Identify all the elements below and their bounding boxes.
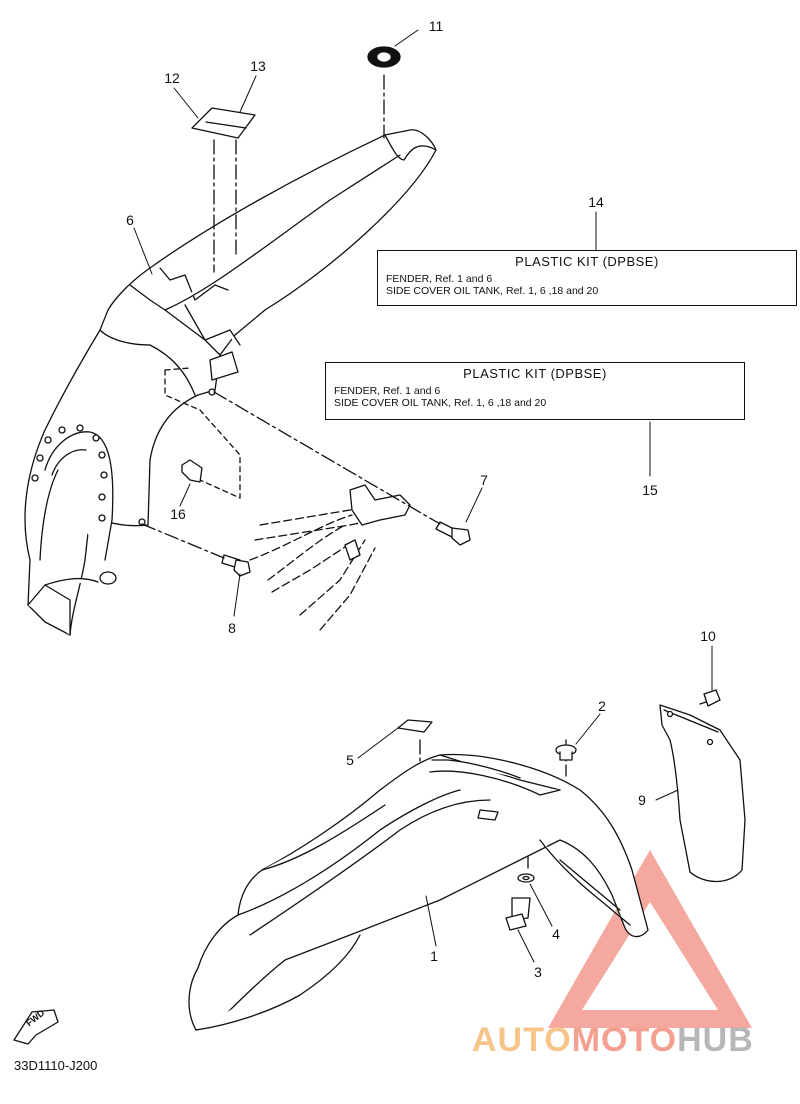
callout-13: 13	[250, 58, 266, 74]
callout-1: 1	[430, 948, 438, 964]
clip-16-drawing	[181, 459, 203, 483]
front-parts-drawing	[397, 689, 746, 931]
sticker-guide-lines	[213, 74, 385, 273]
watermark-moto-text: MOTO	[571, 1021, 678, 1059]
plastic-kit-line: FENDER, Ref. 1 and 6	[386, 273, 493, 285]
bolt-7-drawing	[435, 521, 471, 546]
callout-5: 5	[346, 752, 354, 768]
callout-10: 10	[700, 628, 716, 644]
callout-14: 14	[588, 194, 604, 210]
plastic-kit-title: PLASTIC KIT (DPBSE)	[515, 254, 659, 269]
callout-15: 15	[642, 482, 658, 498]
watermark-auto-text: AUTO	[472, 1021, 572, 1059]
frame-bracket-drawing	[344, 484, 411, 561]
callout-11: 11	[428, 18, 444, 34]
callout-12: 12	[164, 70, 180, 86]
callout-16: 16	[170, 506, 186, 522]
bolt-8-drawing	[221, 554, 251, 577]
plastic-kit-title: PLASTIC KIT (DPBSE)	[463, 366, 607, 381]
rear-fender-sticker-drawing	[191, 107, 256, 139]
callout-4: 4	[552, 926, 560, 942]
callout-6: 6	[126, 212, 134, 228]
rear-fender-drawing	[24, 129, 437, 636]
diagram-code: 33D1110-J200	[14, 1058, 98, 1073]
watermark-triangle-icon	[548, 850, 752, 1028]
callout-3: 3	[534, 964, 542, 980]
leader-lines	[133, 29, 713, 963]
plastic-kit-line: FENDER, Ref. 1 and 6	[334, 385, 441, 397]
callout-7: 7	[480, 472, 488, 488]
watermark-logo: AUTOMOTOHUB	[472, 1020, 754, 1060]
fwd-arrow-icon	[13, 1009, 59, 1045]
plastic-kit-box-15: PLASTIC KIT (DPBSE) FENDER, Ref. 1 and 6…	[325, 362, 745, 420]
watermark-hub-text: HUB	[677, 1021, 754, 1059]
plastic-kit-line: SIDE COVER OIL TANK, Ref. 1, 6 ,18 and 2…	[334, 397, 547, 409]
plastic-kit-line: SIDE COVER OIL TANK, Ref. 1, 6 ,18 and 2…	[386, 285, 599, 297]
yamaha-emblem-icon	[367, 46, 401, 68]
callout-9: 9	[638, 792, 646, 808]
callout-8: 8	[228, 620, 236, 636]
front-fender-drawing	[188, 753, 649, 1031]
plastic-kit-box-14: PLASTIC KIT (DPBSE) FENDER, Ref. 1 and 6…	[377, 250, 797, 306]
callout-2: 2	[598, 698, 606, 714]
